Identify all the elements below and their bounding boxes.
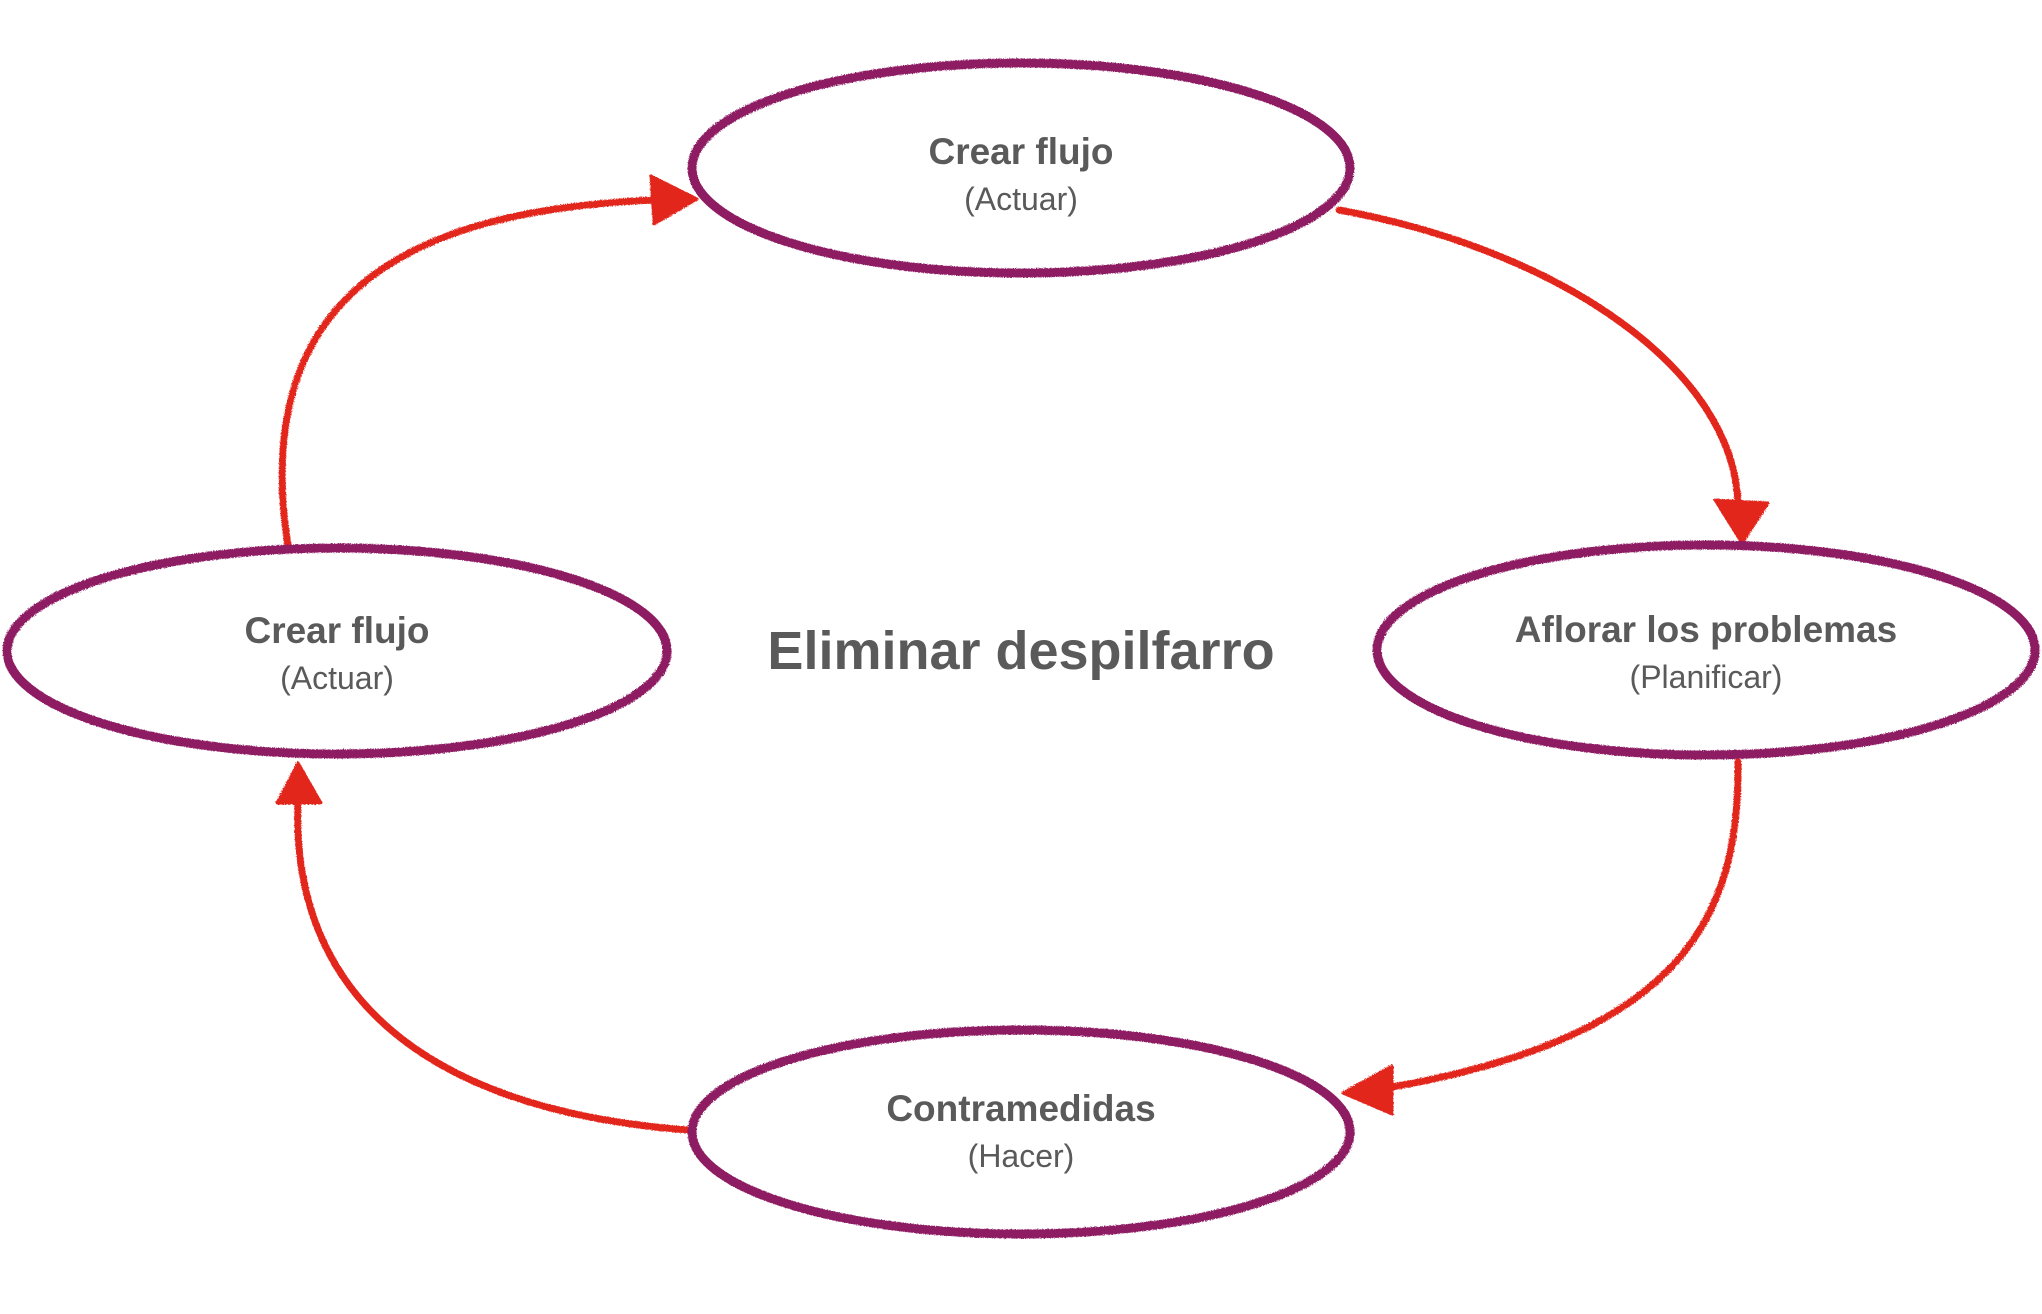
arrow-left-to-top	[278, 196, 659, 550]
ellipse-left	[2, 543, 672, 759]
ellipse-top	[687, 58, 1355, 278]
node-top: Crear flujo (Actuar)	[928, 128, 1113, 222]
center-title: Eliminar despilfarro	[767, 621, 1275, 681]
node-left-title: Crear flujo	[244, 610, 430, 651]
ellipse-bottom	[687, 1025, 1355, 1239]
node-left: Crear flujo (Actuar)	[244, 607, 429, 701]
arrowhead-top	[649, 174, 699, 226]
arrow-right-to-bottom	[1371, 758, 1742, 1094]
node-right-subtitle: (Planificar)	[1629, 659, 1783, 695]
node-right: Aflorar los problemas (Planificar)	[1515, 606, 1897, 700]
node-top-subtitle: (Actuar)	[964, 181, 1078, 217]
ellipse-right	[1372, 540, 2040, 760]
node-bottom: Contramedidas (Hacer)	[886, 1085, 1155, 1179]
arrowhead-bottom	[1341, 1064, 1394, 1116]
arrow-bottom-to-left	[294, 796, 692, 1134]
node-right-title: Aflorar los problemas	[1514, 609, 1898, 650]
arrowhead-left	[275, 761, 323, 805]
node-top-title: Crear flujo	[928, 131, 1114, 172]
node-bottom-subtitle: (Hacer)	[967, 1138, 1075, 1174]
node-left-subtitle: (Actuar)	[280, 660, 394, 696]
node-bottom-title: Contramedidas	[886, 1088, 1156, 1129]
arrow-top-to-right	[1335, 206, 1742, 509]
arrowhead-right	[1713, 498, 1770, 545]
